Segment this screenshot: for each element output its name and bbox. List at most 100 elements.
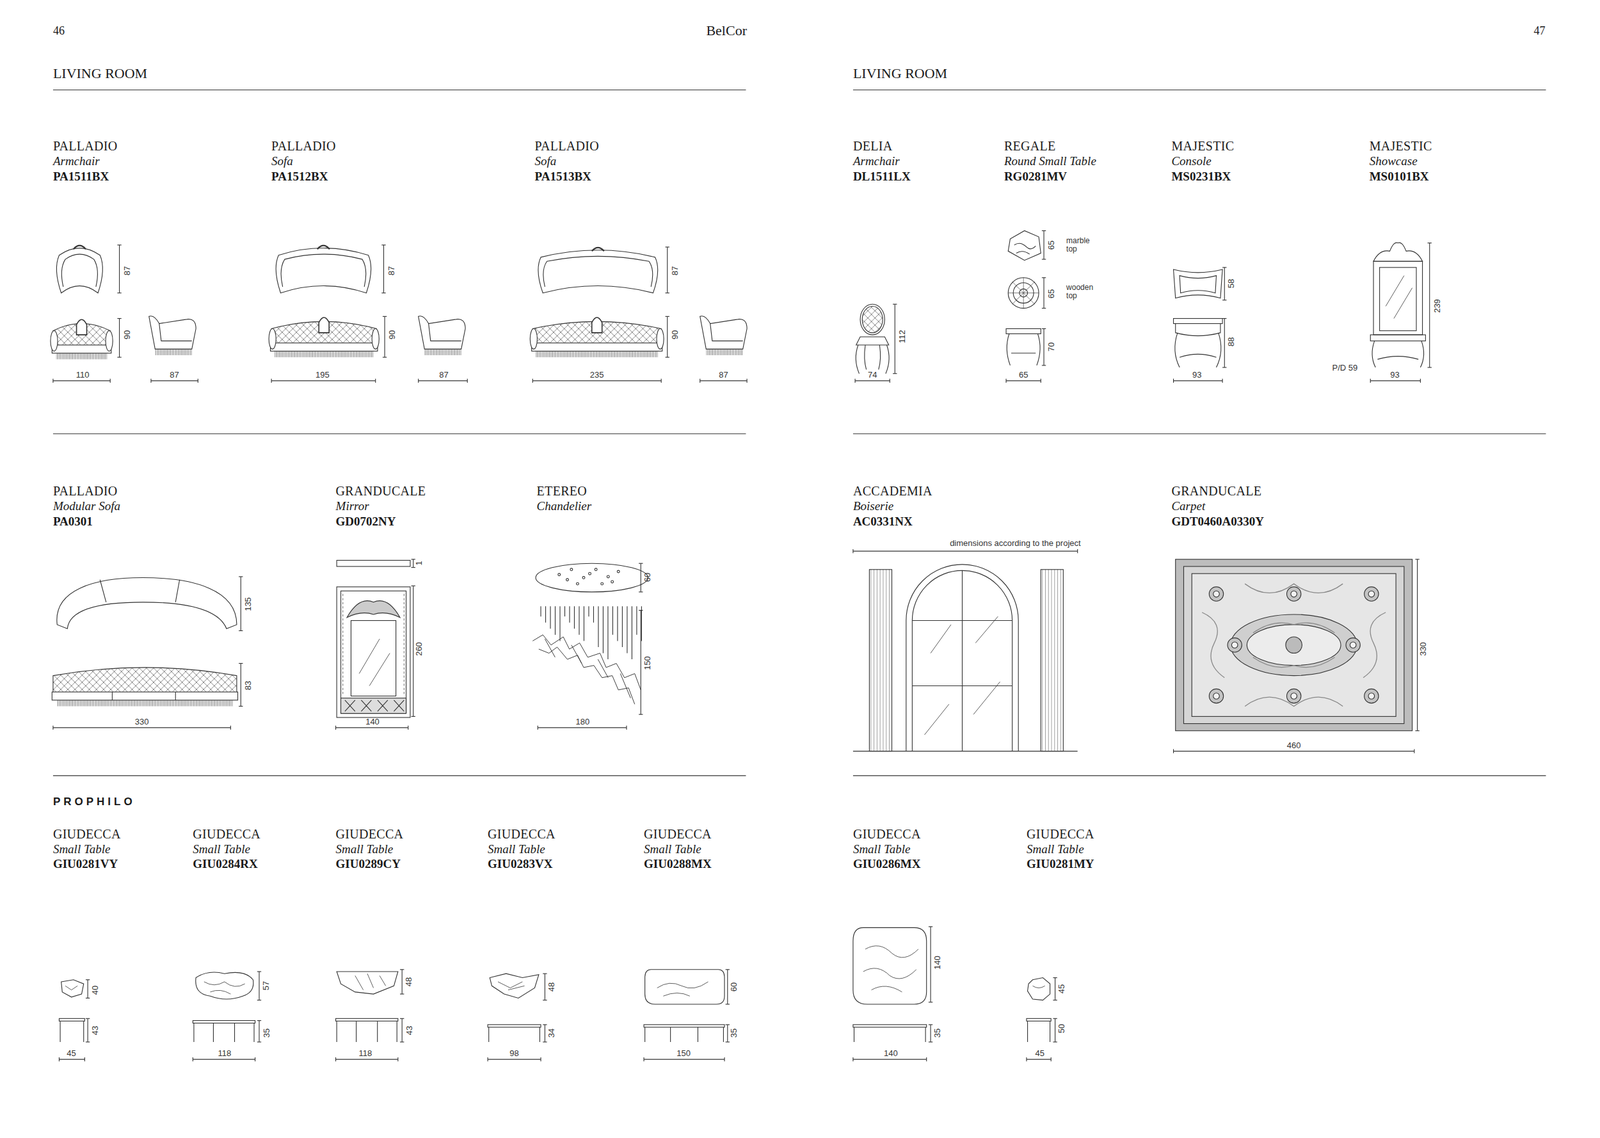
rosette: [1287, 586, 1302, 601]
rosette-center: [1213, 590, 1220, 598]
product-name: GIUDECCA: [53, 826, 121, 841]
mirror-base-band: [341, 698, 407, 714]
dimension-line: [1054, 977, 1056, 1001]
dimension: 140: [883, 1048, 898, 1058]
pilaster: [869, 569, 892, 752]
dimension-line: [643, 1059, 725, 1060]
dimension-line: [1043, 328, 1045, 366]
showcase-crown: [1373, 242, 1423, 262]
dimension: 57: [260, 981, 271, 991]
crest-ornament: [317, 245, 330, 250]
dimension: 35: [261, 1027, 272, 1037]
product-name: REGALE: [1004, 138, 1056, 154]
crest-ornament: [592, 247, 605, 252]
suspension-wire: [568, 606, 570, 623]
dimension-line: [727, 969, 728, 1005]
table-leg: [1027, 1020, 1028, 1042]
product-type: Small Table: [853, 842, 911, 857]
dimension-tick: [52, 378, 54, 383]
dimension-tick: [230, 725, 232, 730]
dimension: 140: [931, 955, 942, 970]
dimension-tick: [928, 1024, 933, 1025]
dimension-line: [412, 585, 414, 717]
section-rule: [53, 433, 747, 434]
door-mullions: [912, 570, 1012, 751]
fringe: [56, 353, 108, 360]
dimension: 87: [169, 369, 179, 380]
dimension-line: [1006, 380, 1041, 381]
dimension-line: [258, 1020, 260, 1042]
product-code: PA1513BX: [535, 169, 592, 184]
rosette: [1364, 688, 1379, 703]
top-view-outline: [538, 250, 658, 294]
dimension-line: [1026, 1059, 1051, 1060]
side-view-seat: [428, 323, 462, 342]
dimension: 235: [590, 369, 605, 380]
glass-reflection: [355, 973, 386, 991]
dimension-tick: [110, 378, 111, 383]
marble-vein: [1014, 243, 1036, 255]
dimension-tick: [638, 563, 643, 564]
dimension-tick: [665, 357, 670, 358]
dimension-tick: [1427, 242, 1432, 244]
product-name: GIUDECCA: [1026, 826, 1095, 841]
carpet-border: [1175, 559, 1413, 731]
dimension-tick: [117, 318, 121, 319]
dimension-line: [1173, 750, 1415, 752]
table-top-view: [1027, 977, 1051, 1001]
section-rule: [53, 89, 747, 91]
dimension-tick: [1420, 378, 1421, 383]
dimension-tick: [638, 609, 643, 611]
dimension-tick: [699, 378, 701, 383]
dimension-tick: [52, 725, 54, 730]
product-name: PALLADIO: [53, 138, 118, 154]
marble-vein: [65, 985, 78, 990]
dimension-tick: [382, 357, 387, 358]
inlay-rays: [1008, 277, 1039, 309]
dimension-tick: [257, 999, 262, 1001]
crest-ornament: [346, 600, 400, 618]
dimension-tick: [542, 973, 547, 975]
product-code: GIU0286MX: [853, 856, 921, 872]
mirror-glass: [350, 620, 396, 697]
fringe: [424, 348, 461, 356]
dimension: 60: [728, 982, 739, 992]
rosette-center: [1231, 641, 1238, 649]
dimension: 50: [1056, 1024, 1067, 1033]
dimension-tick: [665, 316, 670, 317]
dimension-line: [87, 979, 89, 999]
dimension: 135: [243, 597, 253, 612]
side-view-seat: [159, 323, 192, 342]
product-name: PALLADIO: [535, 138, 600, 154]
rosette: [1345, 638, 1360, 653]
product-name: ACCADEMIA: [853, 483, 933, 498]
light-point: [594, 568, 598, 571]
dimension-tick: [1041, 328, 1046, 329]
table-leg: [396, 1020, 398, 1042]
floor-line: [853, 750, 1078, 752]
dimension-tick: [1222, 266, 1227, 268]
suspension-wire: [574, 606, 575, 629]
dimension-tick: [638, 591, 643, 592]
product-code: PA1511BX: [53, 169, 109, 184]
top-view-inner: [61, 254, 98, 287]
product-name: GIUDECCA: [643, 826, 712, 841]
dimension-tick: [1050, 1057, 1052, 1062]
product-code: GIU0288MX: [643, 856, 712, 872]
dimension-tick: [254, 1057, 256, 1062]
product-type: Sofa: [535, 154, 557, 169]
dimension-line: [1054, 1018, 1056, 1042]
dimension-tick: [1173, 748, 1174, 753]
crest-ornament: [73, 245, 86, 250]
suspension-wire: [583, 606, 585, 641]
dimension-tick: [257, 970, 262, 972]
dimension-line: [240, 663, 242, 706]
table-top-side: [643, 1024, 725, 1028]
product-name: GIUDECCA: [853, 826, 921, 841]
scroll-pattern: [1201, 583, 1386, 706]
fringe: [274, 351, 374, 358]
dimension-tick: [725, 1003, 730, 1005]
dimension-tick: [661, 378, 662, 383]
suspension-wire: [540, 606, 541, 617]
table-leg: [193, 1023, 194, 1042]
